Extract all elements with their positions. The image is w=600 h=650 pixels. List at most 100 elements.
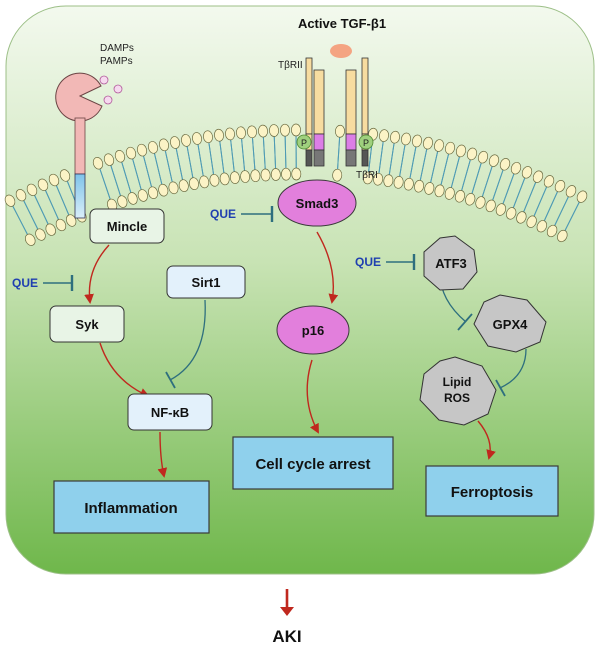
lipid-head [379,129,389,142]
lipid-head [465,193,476,206]
lipid-head [454,190,466,203]
pattern-molecule [113,84,123,94]
lipid-head [24,233,36,246]
lipid-tail [99,167,110,196]
lipid-head [117,195,128,208]
lipid-head [59,169,71,182]
lipid-head [495,203,507,216]
lipid-tail [230,138,235,168]
lipid-head [554,180,566,193]
lipid-head [236,126,246,140]
receptor-type1-label: TβRI [356,170,378,181]
lipid-tail [142,154,151,183]
svg-text:ATF3: ATF3 [435,256,467,271]
arrow-smad3-to-p16 [316,231,339,304]
lipid-tail [483,165,493,193]
que-label: QUE [12,276,38,290]
lipid-head [393,176,404,189]
lipid-head [269,124,279,137]
lipid-head [401,132,411,146]
node-atf3: ATF3 [423,235,478,291]
lipid-tail [431,150,439,179]
tgf-beta-receptor-complex: Active TGF-β1 TβRII P P TβRI [278,16,386,181]
lipid-head [362,171,373,185]
node-p16: p16 [276,305,350,355]
mincle-receptor-head [55,72,103,122]
arrow-nfkb-to-inflammation [157,431,168,478]
lipid-head [203,130,213,144]
lipid-head [444,187,455,200]
lipid-head [48,173,60,187]
lipid-head [576,190,588,203]
lipid-head [158,183,169,197]
lipid-head [411,134,423,148]
lipid-head [169,136,181,149]
lipid-head [136,143,148,157]
lipid-head [557,229,568,243]
lipid-tail [273,135,276,165]
node-sirt1: Sirt1 [166,265,246,299]
node-mincle: Mincle [89,208,165,244]
lipid-tail [514,176,526,204]
outcome-inflammation: Inflammation [53,480,210,534]
svg-text:Syk: Syk [75,317,99,332]
pattern-molecule [103,95,113,105]
lipid-tail [186,145,193,174]
mincle-receptor: DAMPs PAMPs [55,43,134,219]
lipid-head [103,153,115,166]
lipid-head [65,214,77,227]
tgf-beta-ligand [330,44,352,58]
lipid-head [240,170,251,183]
lipid-tail [131,157,141,186]
lipid-tail [175,147,183,176]
que-inhibitor-smad3: QUE [210,206,274,222]
lipid-tail [556,195,570,222]
lipid-tail [389,142,395,171]
outcome-ferroptosis: Ferroptosis [425,465,559,517]
lipid-head [137,189,148,202]
lipid-tail [164,149,172,178]
node-syk: Syk [49,305,125,343]
node-smad3: Smad3 [277,179,357,227]
lipid-tail [251,136,256,166]
lipid-head [125,146,137,160]
svg-text:Mincle: Mincle [107,219,147,234]
que-label: QUE [210,207,236,221]
lipid-head [373,172,384,186]
lipid-tail [545,190,559,217]
lipid-head [147,186,159,199]
outcome-cell-cycle-arrest: Cell cycle arrest [232,436,394,490]
node-nfkb: NF-κB [127,393,213,431]
svg-text:Sirt1: Sirt1 [192,275,221,290]
lipid-tail [208,141,214,171]
ligand-title: Active TGF-β1 [298,16,386,31]
lipid-head [536,220,548,233]
lipid-tail [451,155,461,184]
que-label: QUE [355,255,381,269]
lipid-head [485,199,496,213]
lipid-head [258,124,268,138]
arrow-mincle-to-syk [84,244,110,304]
lipid-tail [379,140,384,169]
lipid-head [546,224,558,238]
lipid-head [219,172,230,186]
lipid-head [180,134,192,147]
lipid-head [390,130,400,144]
lipid-head [521,166,533,179]
lipid-head [4,194,16,207]
que-inhibitor-atf3: QUE [355,254,416,270]
lipid-head [477,150,489,164]
lipid-head [214,128,224,142]
lipid-tail [284,135,287,164]
lipid-head [433,139,445,152]
lipid-head [35,228,46,241]
phospho-left: P [301,138,307,148]
lipid-head [247,125,257,139]
lipid-head [466,147,478,161]
inhibit-sirt1-to-nfkb [169,299,206,381]
lipid-tail [11,204,26,231]
aki-outcome: AKI [272,589,302,646]
svg-text:ROS: ROS [444,391,470,405]
lipid-head [291,167,302,181]
